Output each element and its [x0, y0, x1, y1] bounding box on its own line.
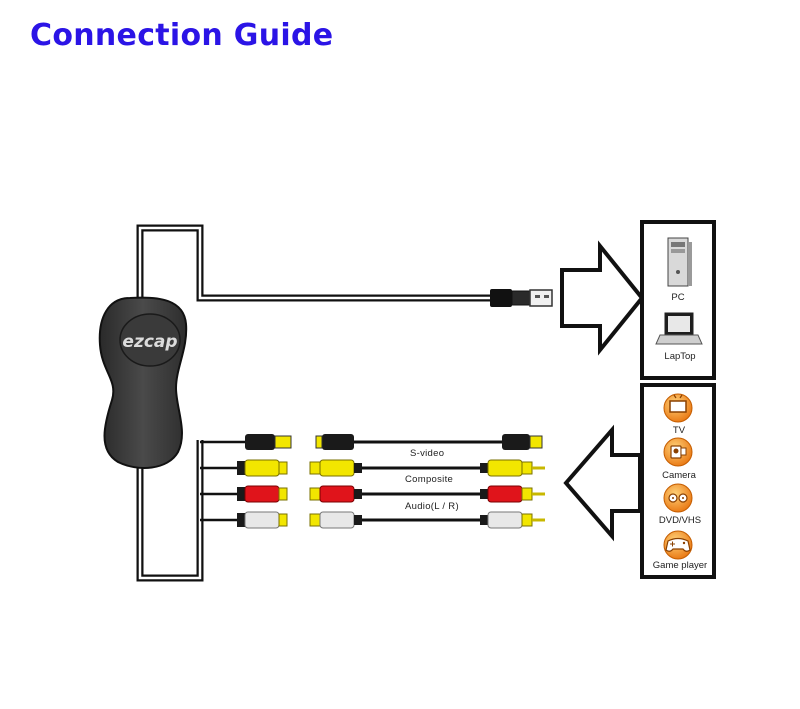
source-label-game-player: Game player	[653, 560, 707, 571]
composite-plug-left-icon	[237, 459, 288, 477]
audio-right-cable	[309, 485, 545, 503]
cable-label-svideo: S-video	[410, 448, 444, 459]
device-logo: ezcap	[122, 332, 177, 352]
laptop-icon	[655, 312, 703, 345]
computer-label-laptop: LapTop	[664, 351, 695, 362]
device-connectors	[237, 434, 292, 529]
av-branch-lines	[200, 440, 245, 522]
audio-right-plug-left-icon	[237, 485, 288, 503]
game-player-icon	[663, 530, 693, 560]
page-title: Connection Guide	[30, 18, 334, 53]
ezcap-device: ezcap	[98, 296, 188, 469]
source-label-camera: Camera	[662, 470, 697, 481]
cable-label-composite: Composite	[405, 474, 453, 485]
svideo-cable	[315, 434, 543, 450]
camera-icon	[663, 437, 693, 467]
composite-cable	[309, 459, 545, 477]
audio-left-cable	[309, 511, 545, 529]
av-cables	[309, 434, 545, 529]
pc-tower-icon	[667, 237, 692, 287]
cable-label-audio: Audio(L / R)	[405, 501, 459, 512]
source-label-dvd-vhs: DVD/VHS	[659, 515, 701, 526]
svideo-plug-left-icon	[245, 434, 292, 450]
source-label-tv: TV	[673, 425, 686, 436]
audio-left-plug-left-icon	[237, 511, 288, 529]
left-arrow-icon	[563, 424, 642, 542]
tv-icon	[663, 393, 693, 423]
right-arrow-icon	[560, 240, 645, 356]
computer-label-pc: PC	[671, 292, 684, 303]
usb-plug-icon	[490, 289, 553, 307]
usb-cable	[136, 224, 492, 308]
dvd-vhs-icon	[663, 483, 693, 513]
